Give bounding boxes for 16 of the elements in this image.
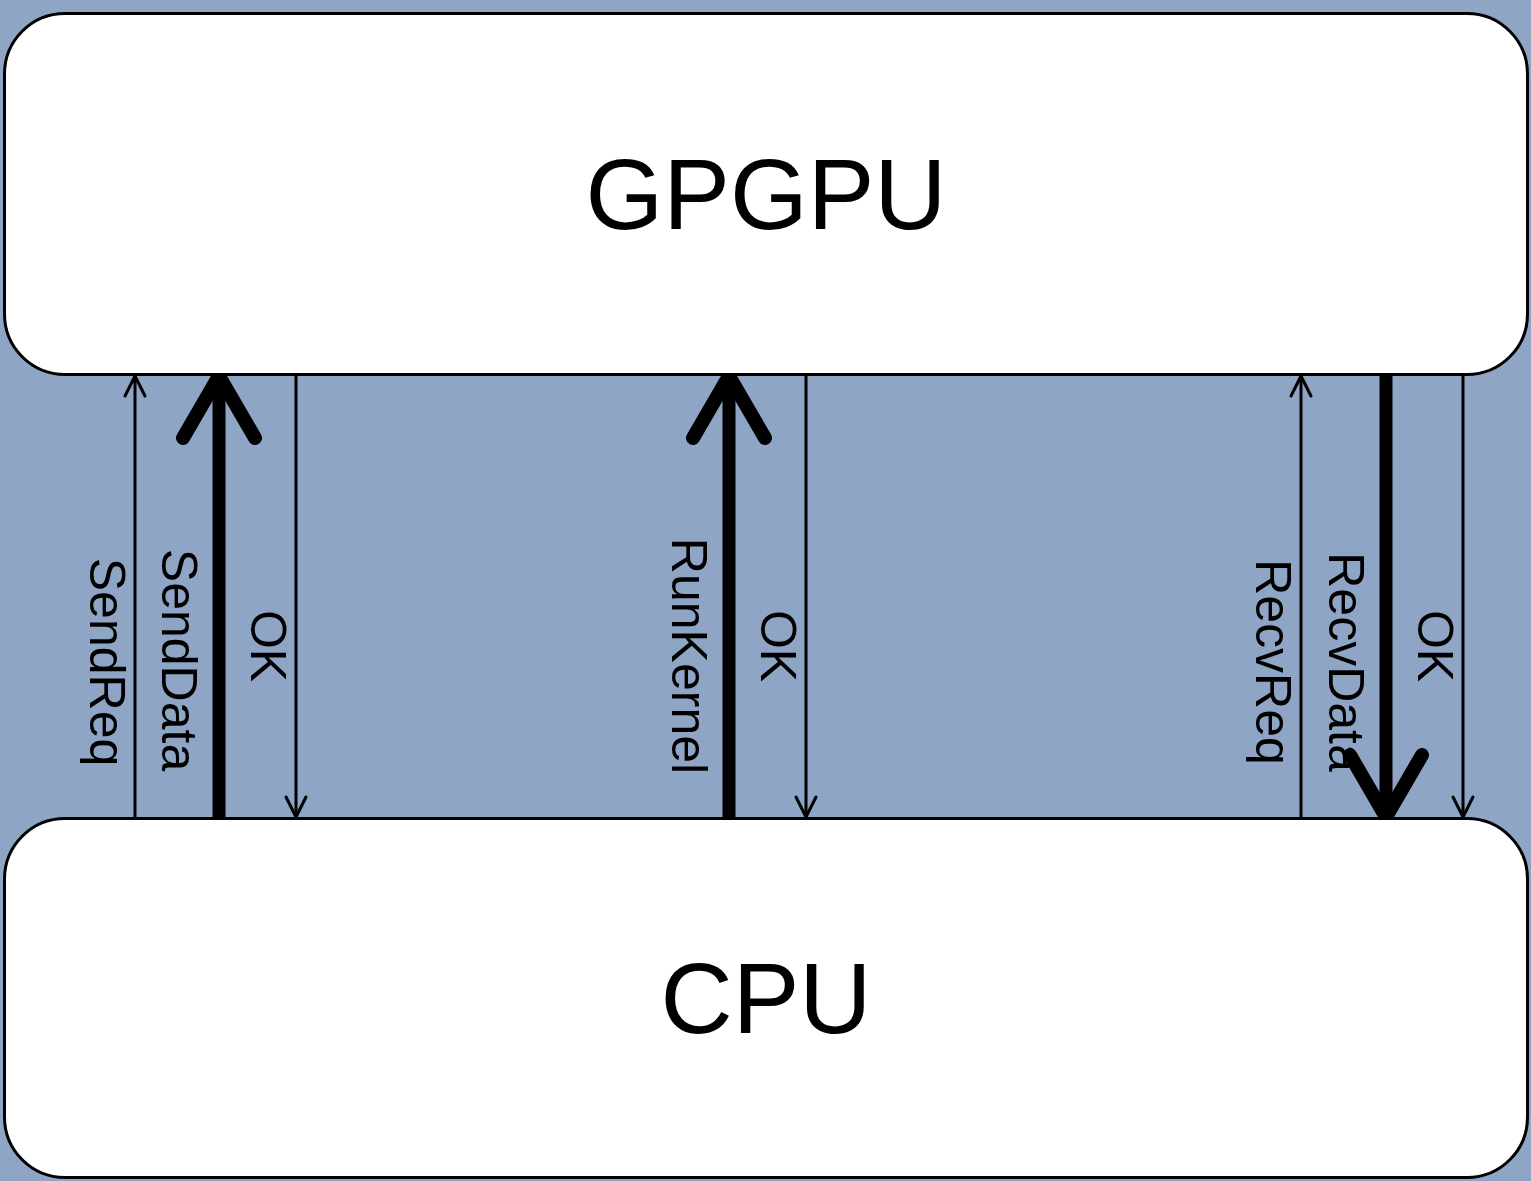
arrow bbox=[794, 376, 818, 819]
edge-label: OK bbox=[1410, 609, 1460, 683]
component-box bbox=[3, 12, 1529, 376]
arrow bbox=[284, 376, 308, 819]
edge-label: RunKernel bbox=[664, 537, 714, 775]
arrow bbox=[1451, 376, 1475, 819]
edge-label: OK bbox=[753, 609, 803, 683]
component-box bbox=[3, 817, 1529, 1179]
edge-label: SendData bbox=[154, 548, 204, 772]
edge-label: OK bbox=[243, 609, 293, 683]
arrow bbox=[123, 374, 147, 817]
arrow bbox=[1289, 374, 1313, 817]
component-name: GPGPU bbox=[585, 144, 947, 244]
edge-label: SendReq bbox=[82, 557, 132, 767]
component-name: CPU bbox=[660, 948, 872, 1048]
edge-label: RecvReq bbox=[1248, 559, 1298, 765]
